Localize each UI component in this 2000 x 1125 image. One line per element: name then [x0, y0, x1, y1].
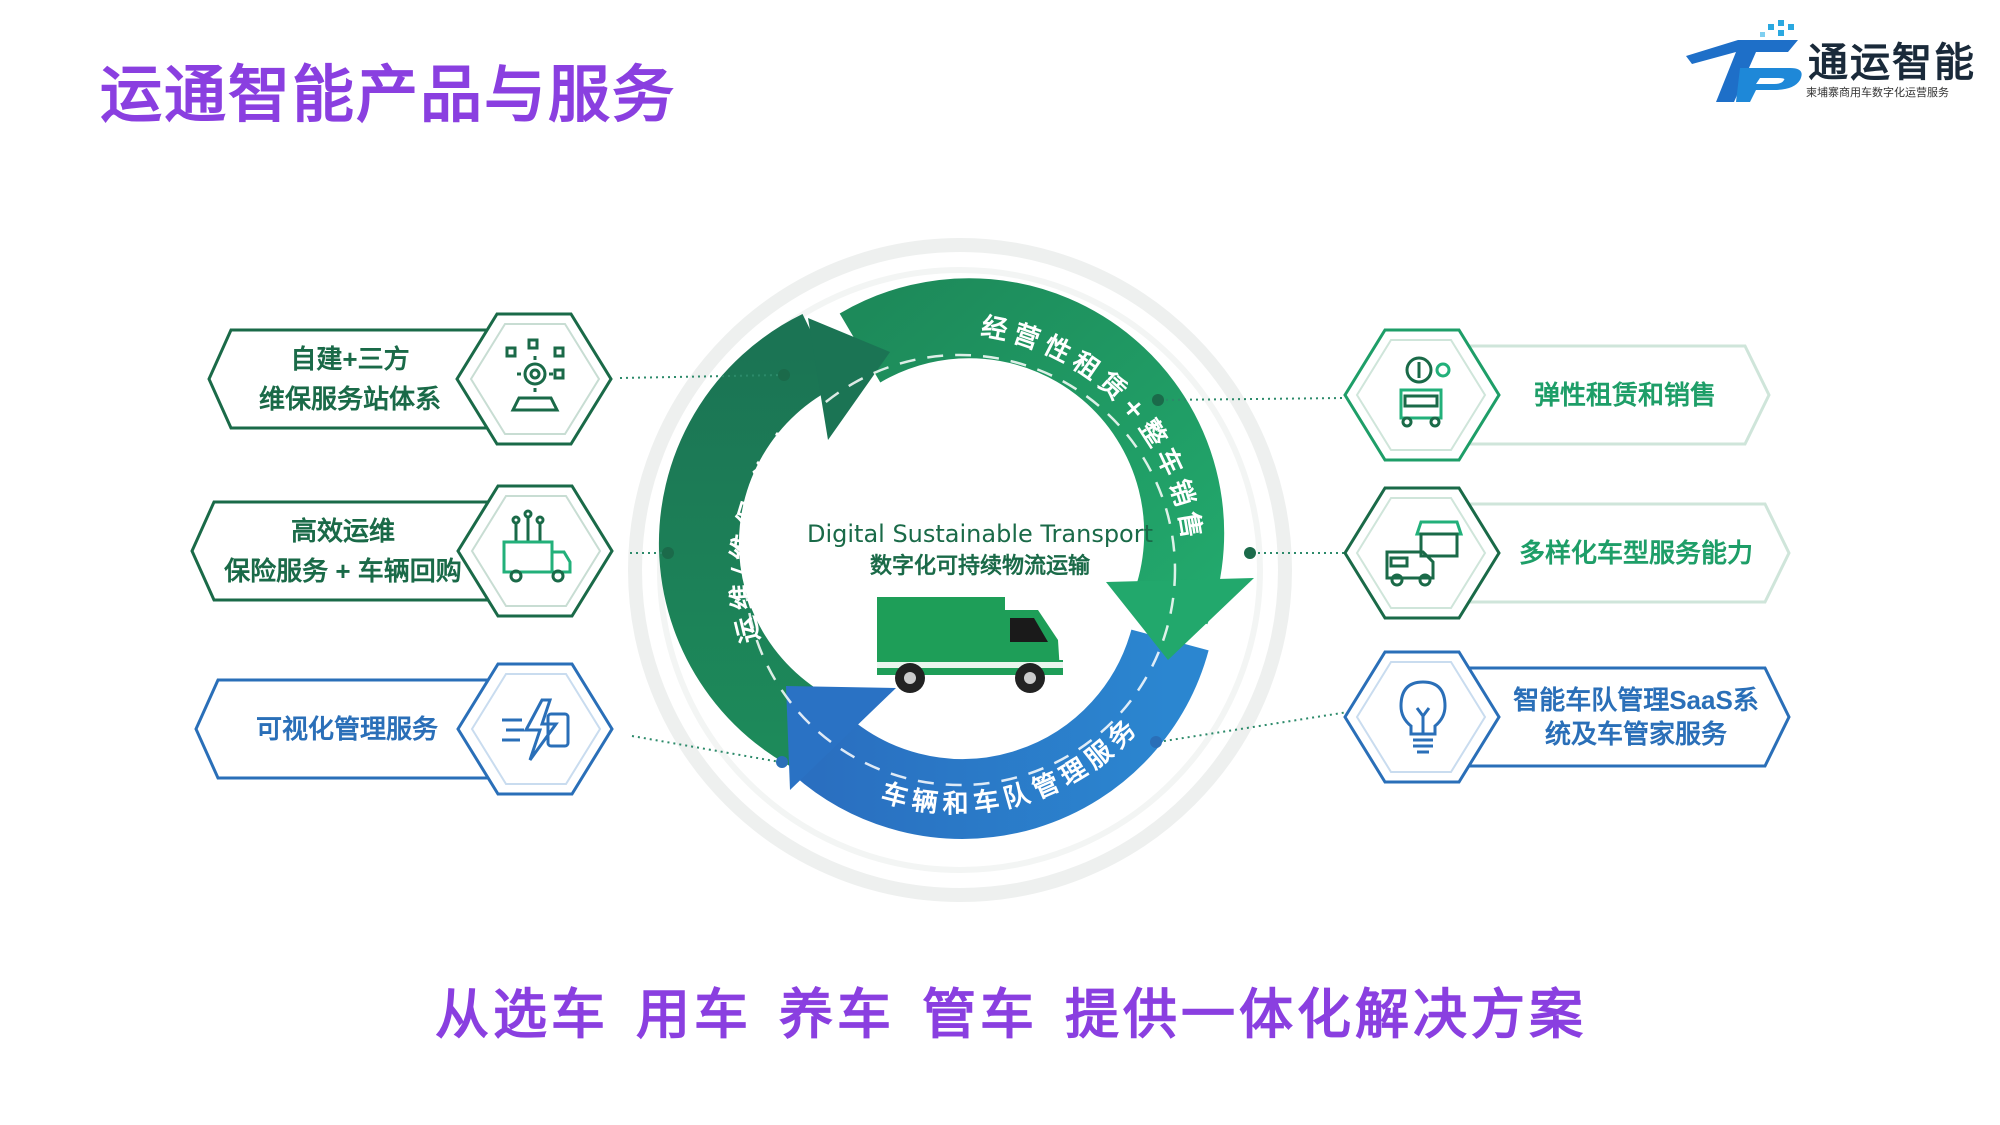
truck-icon — [877, 597, 1063, 693]
logo-name: 通运智能 — [1808, 41, 1976, 85]
right-card-3-line2: 统及车管家服务 — [1544, 719, 1727, 749]
dashed-track — [743, 353, 1177, 787]
connector-lines — [619, 374, 1349, 763]
money-truck-icon — [1399, 356, 1451, 428]
lightning-battery-icon — [502, 698, 570, 761]
right-card-3-line1: 智能车队管理SaaS系 — [1513, 685, 1759, 715]
store-van-icon — [1385, 520, 1464, 587]
gear-factory-icon — [505, 338, 565, 412]
left-card-visual-management: 可视化管理服务 — [192, 660, 632, 800]
right-card-frame — [1343, 328, 1771, 462]
left-card-operations: 高效运维 保险服务 + 车辆回购 — [188, 482, 628, 622]
page-title: 运通智能产品与服务 — [100, 61, 677, 130]
arc-dark-green — [658, 314, 857, 784]
arc-blue — [793, 628, 1209, 839]
right-card-1-line1: 弹性租赁和销售 — [1533, 380, 1716, 410]
tp-logo-icon — [1686, 20, 1802, 102]
lightbulb-icon — [1399, 680, 1447, 754]
arrow-head-blue — [786, 686, 896, 790]
left-card-frame — [190, 484, 614, 618]
left-card-2-line2: 保险服务 + 车辆回购 — [224, 556, 462, 586]
right-card-saas: 智能车队管理SaaS系 统及车管家服务 — [1343, 648, 1795, 788]
logo-tagline: 柬埔寨商用车数字化运营服务 — [1806, 87, 1949, 99]
left-card-1-line1: 自建+三方 — [290, 344, 410, 374]
center-title-cn: 数字化可持续物流运输 — [869, 553, 1090, 578]
logo-mark — [1686, 20, 1802, 102]
arrow-head-green — [1106, 578, 1254, 660]
left-card-3-line1: 可视化管理服务 — [255, 714, 438, 744]
connector-dots — [662, 369, 1256, 559]
outer-ring-decor — [628, 238, 1292, 902]
left-card-maintenance-network: 自建+三方 维保服务站体系 — [205, 310, 625, 450]
arc-green — [839, 278, 1225, 625]
left-card-1-line2: 维保服务站体系 — [258, 384, 441, 414]
right-card-vehicle-types: 多样化车型服务能力 — [1343, 484, 1795, 624]
right-card-2-line1: 多样化车型服务能力 — [1518, 538, 1753, 568]
center-title-en: Digital Sustainable Transport — [806, 520, 1154, 548]
left-card-2-line1: 高效运维 — [290, 516, 395, 546]
arrow-head-dark-green — [808, 318, 890, 440]
outer-ring-decor-2 — [657, 267, 1263, 873]
circuit-truck-icon — [502, 509, 572, 583]
right-card-leasing: 弹性租赁和销售 — [1343, 326, 1775, 466]
solution-tagline: 从选车 用车 养车 管车 提供一体化解决方案 — [434, 985, 1587, 1045]
